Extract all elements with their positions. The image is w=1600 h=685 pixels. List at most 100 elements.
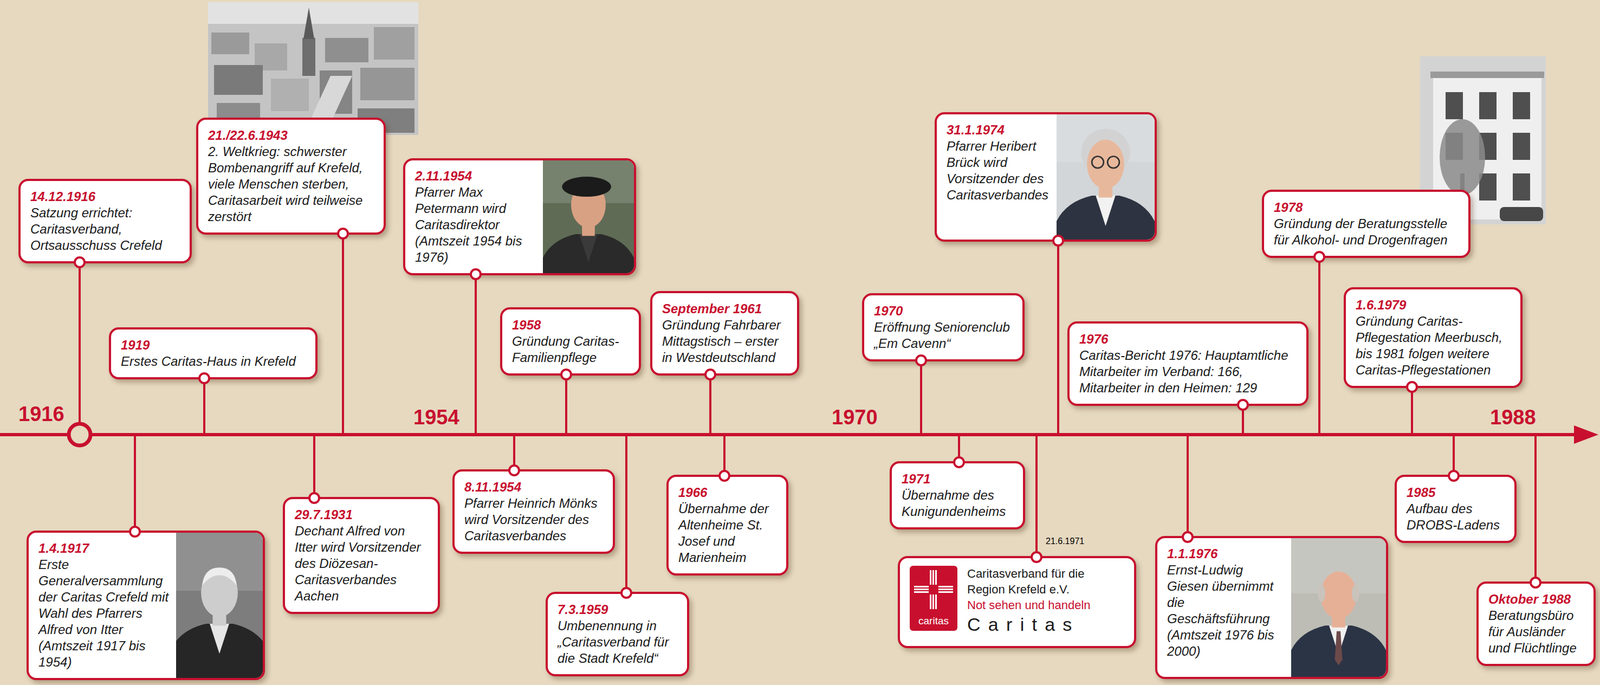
- leader-dot: [338, 228, 348, 239]
- event-date: 7.3.1959: [557, 601, 678, 618]
- window: [1479, 173, 1497, 201]
- event-text: Eröffnung Seniorenclub „Em Cavenn“: [873, 319, 1013, 352]
- portrait-beret: [561, 176, 612, 197]
- leader-dot: [199, 373, 210, 384]
- logo-ray: [938, 591, 954, 593]
- leader-dot: [1314, 251, 1325, 262]
- leader-line: [1410, 386, 1414, 435]
- portrait-head: [1320, 571, 1357, 620]
- photo-background: [542, 160, 634, 274]
- event-date: 1.6.1979: [1355, 296, 1511, 314]
- portrait-photo: [542, 160, 634, 274]
- building: [373, 27, 415, 60]
- leader-line: [920, 360, 923, 435]
- leader-line: [474, 274, 477, 435]
- event-box: 1978Gründung der Beratungsstelle für Alk…: [1261, 189, 1471, 258]
- leader-line: [1035, 434, 1038, 557]
- logo-ray: [914, 591, 929, 593]
- slogan: Not sehen und handeln: [967, 597, 1125, 613]
- leader-line: [78, 262, 81, 435]
- portrait-photo: [176, 532, 263, 678]
- event-box: 7.3.1959Umbenennung in „Caritasverband f…: [545, 591, 690, 677]
- window: [1512, 132, 1531, 160]
- portrait-hair: [202, 567, 237, 586]
- event-date: September 1961: [662, 300, 788, 317]
- event-date: 31.1.1974: [946, 121, 1052, 139]
- event-date: 1966: [678, 484, 777, 501]
- church-tower: [302, 37, 316, 76]
- portrait-hair: [1317, 584, 1326, 602]
- logo-ray: [938, 585, 954, 588]
- leader-dot: [1407, 381, 1417, 392]
- leader-line: [709, 374, 712, 435]
- photo-background: [1056, 114, 1155, 240]
- house-cornice: [1430, 71, 1545, 79]
- event-box: 21./22.6.19432. Weltkrieg: schwerster Bo…: [196, 117, 386, 235]
- year-label: 1916: [18, 402, 65, 426]
- church-spire: [303, 7, 315, 40]
- start-marker: [68, 423, 91, 446]
- event-text: Caritas-Bericht 1976: Hauptamtliche Mita…: [1079, 347, 1297, 397]
- event-date: 1976: [1079, 331, 1297, 348]
- building: [325, 37, 369, 63]
- event-box: 1919Erstes Caritas-Haus in Krefeld: [108, 327, 318, 380]
- event-box: 8.11.1954Pfarrer Heinrich Mönks wird Vor…: [452, 469, 615, 554]
- leader-line: [1318, 256, 1321, 435]
- portrait-suit: [1291, 625, 1386, 677]
- photo-sky: [208, 2, 419, 24]
- car: [1499, 206, 1544, 222]
- leader-dot: [130, 526, 140, 537]
- event-box: 14.12.1916Satzung errichtet: Caritasverb…: [18, 178, 192, 264]
- window: [1512, 173, 1531, 201]
- leader-line: [1241, 404, 1245, 435]
- leader-line: [957, 434, 961, 463]
- event-text: Erstes Caritas-Haus in Krefeld: [120, 353, 306, 370]
- leader-line: [203, 378, 206, 435]
- leader-dot: [705, 369, 716, 380]
- leader-line: [513, 434, 516, 471]
- event-date: 1919: [120, 337, 306, 354]
- event-date: 29.7.1931: [294, 506, 429, 523]
- event-date: 1970: [873, 302, 1013, 320]
- year-label: 1988: [1490, 405, 1537, 430]
- leader-dot: [1031, 552, 1042, 562]
- leader-dot: [1053, 235, 1064, 246]
- event-date: 8.11.1954: [464, 478, 604, 496]
- portrait-glasses: [1091, 156, 1104, 168]
- portrait-suit: [176, 623, 263, 678]
- event-text: 2. Weltkrieg: schwerster Bombenangriff a…: [208, 143, 374, 225]
- photo-background: [176, 532, 263, 678]
- portrait-head: [1086, 139, 1125, 190]
- event-date: 2.11.1954: [415, 167, 538, 185]
- portrait-suit: [542, 234, 634, 274]
- leader-line: [1057, 240, 1060, 435]
- leader-dot: [561, 369, 572, 380]
- event-date: Oktober 1988: [1488, 591, 1584, 608]
- leader-line: [341, 233, 345, 435]
- logo-ray: [932, 569, 935, 585]
- logo-ray: [929, 569, 932, 585]
- leader-dot: [621, 587, 632, 598]
- event-text: Erste Generalversammlung der Caritas Cre…: [38, 556, 171, 671]
- logo-square: [909, 565, 958, 631]
- leader-dot: [916, 355, 926, 366]
- event-date: 1958: [512, 316, 630, 334]
- leader-line: [625, 434, 628, 593]
- event-box: 1.4.1917Erste Generalversammlung der Car…: [26, 530, 265, 680]
- event-text: Dechant Alfred von Itter wird Vorsitzend…: [294, 522, 429, 605]
- event-text: Ernst-Ludwig Giesen übernimmt die Geschä…: [1167, 561, 1286, 660]
- leader-line: [1186, 434, 1189, 537]
- event-text: Umbenennung in „Caritasverband für die S…: [557, 617, 678, 667]
- window: [1445, 92, 1463, 120]
- logo-ray: [932, 594, 935, 610]
- portrait-shirt: [579, 234, 598, 263]
- event-box: 31.1.1974Pfarrer Heribert Brück wird Vor…: [934, 112, 1157, 242]
- leader-line: [313, 434, 316, 498]
- leader-dot: [470, 269, 481, 280]
- event-date: 21./22.6.1943: [208, 127, 374, 144]
- logo-ray: [935, 569, 937, 585]
- axis-arrowhead: [1573, 425, 1599, 444]
- event-box: 1.1.1976Ernst-Ludwig Giesen übernimmt di…: [1155, 535, 1389, 679]
- leader-dot: [1448, 470, 1459, 481]
- event-box: 1976Caritas-Bericht 1976: Hauptamtliche …: [1067, 321, 1309, 406]
